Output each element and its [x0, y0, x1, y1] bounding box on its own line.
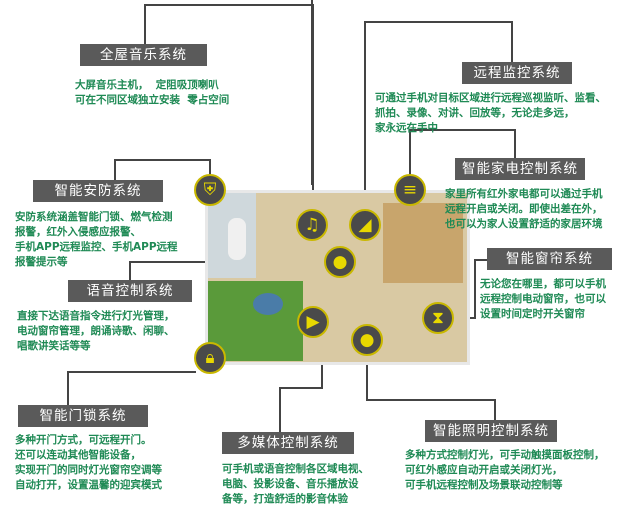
curtain-system-desc: 无论您在哪里，都可以手机 远程控制电动窗帘，也可以 设置时间定时开关窗帘	[480, 278, 606, 320]
monitor-system-desc: 可通过手机对目标区域进行远程巡视监听、监看、 抓拍、录像、对讲、回放等，无论走多…	[375, 92, 606, 134]
car	[228, 218, 246, 260]
security-system-desc: 安防系统涵盖智能门锁、燃气检测 报警，红外入侵感应报警、 手机APP远程监控、手…	[15, 211, 178, 268]
bedroom	[383, 203, 463, 283]
tv-play-icon: ▶	[297, 306, 329, 338]
garden	[208, 281, 303, 361]
curtain-system-title: 智能窗帘系统	[487, 248, 612, 270]
curtain-icon: ⧗	[422, 302, 454, 334]
appliance-system-title: 智能家电控制系统	[455, 158, 585, 180]
camera-icon: ◢	[349, 209, 381, 241]
floor-plan-image	[205, 190, 470, 365]
shield-icon: ⛨	[194, 174, 226, 206]
air-conditioner-icon: ≡	[394, 174, 426, 206]
appliance-system-desc: 家里所有红外家电都可以通过手机 远程开启或关闭。即使出差在外， 也可以为家人设置…	[445, 188, 603, 230]
security-system-title: 智能安防系统	[33, 180, 163, 202]
voice-system-title: 语音控制系统	[68, 280, 192, 302]
lighting-system-title: 智能照明控制系统	[425, 420, 557, 442]
music-system-desc: 大屏音乐主机， 定阻吸顶喇叭 可在不同区域独立安装 零占空间	[75, 79, 230, 106]
microphone-icon: ●	[324, 246, 356, 278]
voice-system-desc: 直接下达语音指令进行灯光管理， 电动窗帘管理，朗诵诗歌、闲聊、 唱歌讲笑话等等	[17, 310, 175, 352]
music-note-icon: ♫	[296, 209, 328, 241]
media-system-desc: 可手机或语音控制各区域电视、 电脑、投影设备、音乐播放设 备等，打造舒适的影音体…	[222, 463, 369, 505]
lock-icon: 🔒︎	[194, 342, 226, 374]
lock-system-desc: 多种开门方式，可远程开门。 还可以连动其他智能设备， 实现开门的同时灯光窗帘空调…	[15, 434, 162, 491]
lock-system-title: 智能门锁系统	[18, 405, 148, 427]
music-system-title: 全屋音乐系统	[80, 44, 207, 66]
pond	[253, 293, 283, 315]
media-system-title: 多媒体控制系统	[222, 432, 354, 454]
lighting-system-desc: 多种方式控制灯光，可手动触摸面板控制， 可红外感应自动开启或关闭灯光， 可手机远…	[405, 449, 605, 491]
monitor-system-title: 远程监控系统	[462, 62, 572, 84]
light-bulb-icon: ●	[351, 324, 383, 356]
